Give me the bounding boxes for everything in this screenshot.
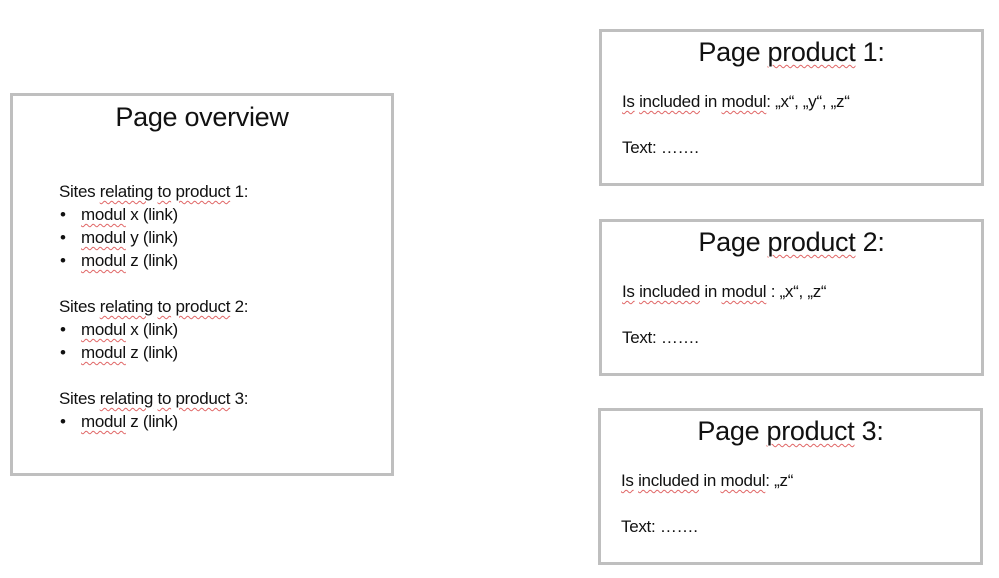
- heading-suffix: 2:: [230, 297, 249, 316]
- product-text-placeholder: Text: …….: [622, 138, 699, 157]
- title-suffix: 1:: [855, 37, 885, 67]
- title-word: product: [767, 37, 856, 67]
- link-word: modul: [81, 228, 126, 247]
- heading-suffix: 1:: [230, 182, 249, 201]
- section-heading: Sites relating to product 1:: [59, 180, 248, 203]
- module-link-list: • modul z (link): [59, 410, 248, 433]
- included-word: included: [638, 471, 699, 490]
- bullet-icon: •: [60, 251, 66, 270]
- link-word: modul: [81, 412, 126, 431]
- overview-title: Page overview: [115, 102, 289, 132]
- heading-text: Sites: [59, 182, 100, 201]
- included-word: Is: [622, 282, 635, 301]
- module-link-item[interactable]: • modul z (link): [59, 341, 248, 364]
- overview-section-product-2: Sites relating to product 2: • modul x (l…: [59, 295, 248, 364]
- heading-word: product: [175, 297, 231, 316]
- module-list-text: : „z“: [765, 471, 794, 490]
- included-in-modules: Is included in modul : „x“, „z“: [622, 281, 827, 303]
- module-link-list: • modul x (link) • modul y (link) • modul z…: [59, 203, 248, 272]
- product-text-placeholder: Text: …….: [621, 517, 698, 536]
- heading-word: relating: [99, 389, 154, 408]
- title-word: product: [766, 416, 855, 446]
- section-heading: Sites relating to product 2:: [59, 295, 248, 318]
- heading-suffix: 3:: [230, 389, 249, 408]
- module-list-text: : „x“, „y“, „z“: [766, 92, 850, 111]
- included-word: modul: [721, 282, 767, 301]
- included-word: included: [639, 92, 700, 111]
- heading-word: to: [157, 297, 172, 316]
- link-word: modul: [81, 251, 126, 270]
- overview-sections: Sites relating to product 1: • modul x (l…: [59, 180, 248, 456]
- included-text: in: [700, 282, 722, 301]
- page-product-2-box: Page product 2: Is included in modul : „…: [599, 219, 984, 376]
- module-link-item[interactable]: • modul z (link): [59, 410, 248, 433]
- title-word: product: [767, 227, 856, 257]
- title-text: Page: [698, 227, 768, 257]
- bullet-icon: •: [60, 412, 66, 431]
- link-word: modul: [81, 205, 126, 224]
- page-product-3-box: Page product 3: Is included in modul: „z…: [598, 408, 983, 565]
- title-suffix: 2:: [855, 227, 885, 257]
- link-text: z (link): [125, 412, 178, 431]
- title-suffix: 3:: [854, 416, 884, 446]
- product-title: Page product 1:: [602, 35, 981, 69]
- page-product-1-box: Page product 1: Is included in modul: „x…: [599, 29, 984, 186]
- heading-word: to: [157, 389, 172, 408]
- included-text: in: [699, 471, 721, 490]
- title-text: Page: [697, 416, 767, 446]
- heading-word: product: [175, 389, 231, 408]
- heading-word: to: [157, 182, 172, 201]
- heading-word: relating: [99, 182, 154, 201]
- included-word: modul: [720, 471, 766, 490]
- heading-text: Sites: [59, 297, 100, 316]
- page-overview-box: Page overview Sites relating to product …: [10, 93, 394, 476]
- bullet-icon: •: [60, 228, 66, 247]
- heading-word: product: [175, 182, 231, 201]
- included-word: included: [639, 282, 700, 301]
- module-link-item[interactable]: • modul y (link): [59, 226, 248, 249]
- included-text: in: [700, 92, 722, 111]
- section-heading: Sites relating to product 3:: [59, 387, 248, 410]
- overview-section-product-1: Sites relating to product 1: • modul x (l…: [59, 180, 248, 272]
- module-link-item[interactable]: • modul x (link): [59, 318, 248, 341]
- link-word: modul: [81, 343, 126, 362]
- link-word: modul: [81, 320, 126, 339]
- title-text: Page: [698, 37, 768, 67]
- overview-section-product-3: Sites relating to product 3: • modul z (l…: [59, 387, 248, 433]
- heading-text: Sites: [59, 389, 100, 408]
- included-in-modules: Is included in modul: „z“: [621, 470, 793, 492]
- included-word: Is: [622, 92, 635, 111]
- module-list-text: : „x“, „z“: [766, 282, 827, 301]
- module-link-list: • modul x (link) • modul z (link): [59, 318, 248, 364]
- included-word: Is: [621, 471, 634, 490]
- link-text: x (link): [125, 205, 178, 224]
- link-text: y (link): [125, 228, 178, 247]
- product-title: Page product 3:: [601, 414, 980, 448]
- included-in-modules: Is included in modul: „x“, „y“, „z“: [622, 91, 850, 113]
- included-word: modul: [721, 92, 767, 111]
- link-text: z (link): [125, 251, 178, 270]
- bullet-icon: •: [60, 205, 66, 224]
- bullet-icon: •: [60, 343, 66, 362]
- module-link-item[interactable]: • modul z (link): [59, 249, 248, 272]
- product-text-placeholder: Text: …….: [622, 328, 699, 347]
- module-link-item[interactable]: • modul x (link): [59, 203, 248, 226]
- link-text: x (link): [125, 320, 178, 339]
- product-title: Page product 2:: [602, 225, 981, 259]
- link-text: z (link): [125, 343, 178, 362]
- bullet-icon: •: [60, 320, 66, 339]
- heading-word: relating: [99, 297, 154, 316]
